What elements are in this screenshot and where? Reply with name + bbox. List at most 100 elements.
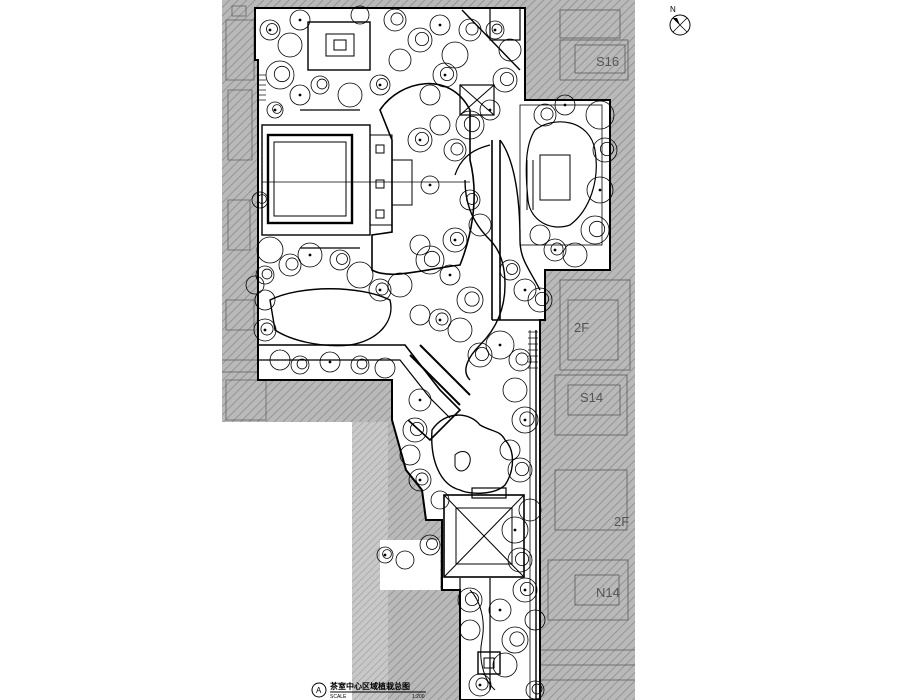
north-arrow-letter: N	[670, 5, 676, 14]
tree-symbol-icon	[259, 19, 281, 41]
shrub-symbol-icon	[465, 22, 479, 36]
tree-symbol-icon	[407, 27, 433, 53]
tree-symbol-icon	[409, 234, 431, 256]
drawing-marker-circle	[311, 682, 327, 698]
shrub-symbol-icon	[296, 358, 308, 370]
tree-symbol-icon	[430, 490, 450, 510]
shrub-symbol-icon	[426, 538, 438, 550]
tree-symbol-icon	[524, 609, 546, 631]
tree-symbol-icon	[525, 680, 545, 700]
shrub-symbol-icon	[409, 421, 424, 436]
tree-center-dot	[273, 108, 277, 112]
shrub-symbol-icon	[520, 582, 535, 597]
shrub-symbol-icon	[509, 631, 525, 647]
drawing-marker-letter: A	[316, 686, 322, 695]
tree-center-dot	[263, 328, 267, 332]
tree-symbol-icon	[488, 598, 512, 622]
shrub-symbol-icon	[474, 346, 489, 361]
shrub-symbol-icon	[272, 104, 282, 114]
shrub-symbol-icon	[464, 592, 479, 607]
tree-symbol-icon	[289, 84, 311, 106]
tree-symbol-icon	[369, 74, 391, 96]
tree-symbol-icon	[269, 349, 291, 371]
shrub-symbol-icon	[415, 472, 429, 486]
shrub-symbol-icon	[550, 242, 564, 256]
building-label-s14: S14	[580, 390, 603, 405]
tree-center-dot	[498, 608, 502, 612]
tree-symbol-icon	[254, 289, 276, 311]
shrub-symbol-icon	[466, 193, 478, 205]
planting-symbols	[245, 5, 618, 700]
shrub-symbol-icon	[491, 23, 503, 35]
tree-symbol-icon	[586, 176, 614, 204]
tree-symbol-icon	[253, 318, 277, 342]
tree-symbol-icon	[592, 137, 618, 163]
tree-symbol-icon	[290, 355, 310, 375]
north-arrow-circle-icon	[669, 14, 691, 36]
tree-symbol-icon	[278, 253, 302, 277]
shrub-symbol-icon	[285, 257, 299, 271]
tree-center-dot	[378, 288, 382, 292]
tree-symbol-icon	[457, 587, 483, 613]
tree-symbol-icon	[429, 114, 451, 136]
shrub-symbol-icon	[439, 67, 454, 82]
tree-symbol-icon	[518, 498, 542, 522]
building-labels: S16 2F S14 2F N14	[574, 54, 629, 600]
tree-symbol-icon	[256, 236, 284, 264]
tree-center-dot	[328, 360, 332, 364]
tree-center-dot	[448, 273, 452, 277]
title-block: A 茶室中心区域植栽总图 SCALE 1:200	[311, 681, 426, 700]
tree-center-dot	[443, 73, 447, 77]
garden-linework	[258, 7, 603, 700]
tree-center-dot	[553, 248, 557, 252]
tree-symbol-icon	[419, 534, 441, 556]
tree-center-dot	[453, 238, 457, 242]
tree-symbol-icon	[529, 224, 551, 246]
shrub-symbol-icon	[273, 65, 291, 83]
tree-center-dot	[493, 28, 497, 32]
tree-symbol-icon	[374, 357, 396, 379]
tree-symbol-icon	[499, 439, 521, 461]
tree-symbol-icon	[502, 377, 528, 403]
shrub-symbol-icon	[435, 312, 449, 326]
tree-center-dot	[268, 28, 272, 32]
tree-symbol-icon	[319, 351, 341, 373]
tree-symbol-icon	[420, 175, 440, 195]
tree-symbol-icon	[543, 238, 567, 262]
tree-symbol-icon	[429, 14, 451, 36]
shrub-symbol-icon	[375, 282, 389, 296]
tree-center-dot	[378, 83, 382, 87]
shrub-symbol-icon	[316, 78, 328, 90]
shrub-symbol-icon	[535, 291, 550, 306]
building-label-2f-upper: 2F	[574, 320, 589, 335]
shrub-symbol-icon	[588, 220, 606, 238]
tree-symbol-icon	[265, 60, 295, 90]
tree-symbol-icon	[329, 249, 351, 271]
tree-center-dot	[598, 188, 602, 192]
tree-center-dot	[438, 23, 442, 27]
tree-symbol-icon	[455, 110, 485, 140]
shrub-symbol-icon	[260, 322, 274, 336]
shrub-symbol-icon	[540, 107, 554, 121]
tree-symbol-icon	[387, 272, 413, 298]
shrub-symbol-icon	[515, 552, 530, 567]
tree-center-dot	[498, 343, 502, 347]
tree-symbol-icon	[580, 215, 610, 245]
tree-symbol-icon	[585, 100, 615, 130]
building-label-2f-lower: 2F	[614, 514, 629, 529]
tree-symbol-icon	[467, 342, 493, 368]
shrub-symbol-icon	[531, 683, 543, 695]
tree-symbol-icon	[501, 516, 529, 544]
tree-symbol-icon	[459, 619, 481, 641]
tree-symbol-icon	[498, 38, 522, 62]
shrub-symbol-icon	[266, 23, 278, 35]
tree-center-dot	[298, 18, 302, 22]
tree-symbol-icon	[562, 242, 588, 268]
shrub-symbol-icon	[515, 352, 529, 366]
shrub-symbol-icon	[515, 461, 530, 476]
tree-symbol-icon	[456, 286, 484, 314]
tree-symbol-icon	[266, 101, 284, 119]
tree-symbol-icon	[432, 62, 458, 88]
tree-symbol-icon	[399, 444, 421, 466]
